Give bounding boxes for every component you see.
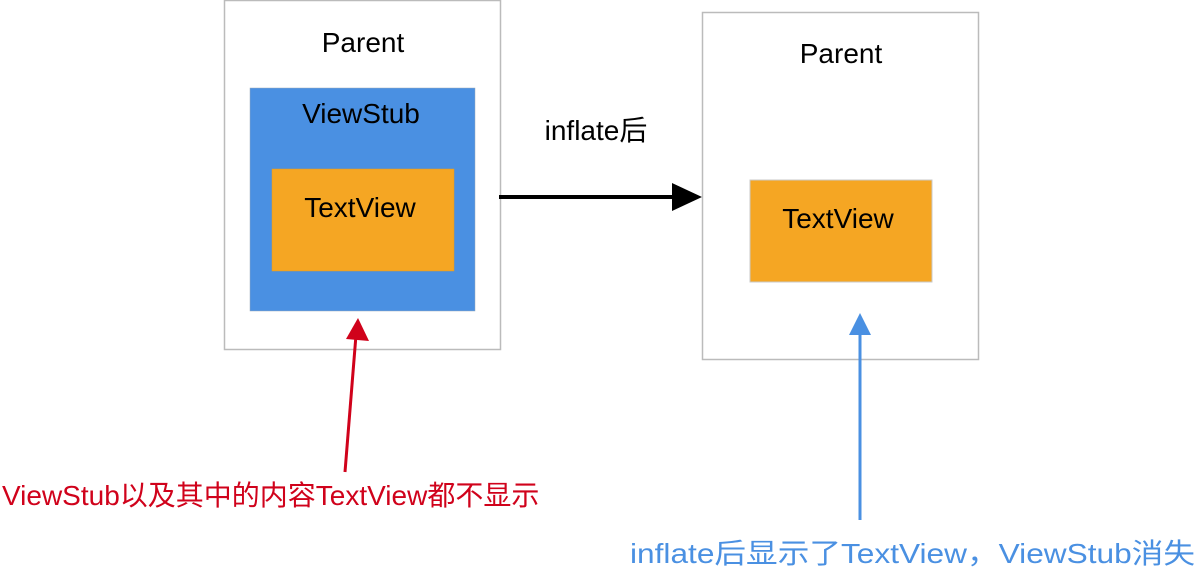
after-annotation: inflate后显示了TextView，ViewStub消失: [630, 313, 1195, 569]
after-group: Parent TextView: [701, 11, 980, 361]
before-textview-box: [271, 168, 455, 272]
after-textview-label: TextView: [782, 203, 894, 234]
inflate-arrow: inflate后: [499, 115, 702, 211]
after-note: inflate后显示了TextView，ViewStub消失: [630, 538, 1195, 569]
before-parent-label: Parent: [322, 27, 405, 58]
before-textview-label: TextView: [304, 192, 416, 223]
after-textview-box: [749, 179, 933, 283]
inflate-label: inflate后: [545, 115, 648, 146]
arrowhead-icon: [672, 183, 702, 211]
blue-arrowhead-icon: [849, 313, 871, 335]
viewstub-label: ViewStub: [302, 98, 420, 129]
before-note: ViewStub以及其中的内容TextView都不显示: [2, 480, 539, 511]
after-parent-label: Parent: [800, 38, 883, 69]
red-arrowhead-icon: [346, 318, 369, 341]
before-group: Parent ViewStub TextView: [223, 0, 502, 351]
before-annotation: ViewStub以及其中的内容TextView都不显示: [2, 318, 539, 511]
